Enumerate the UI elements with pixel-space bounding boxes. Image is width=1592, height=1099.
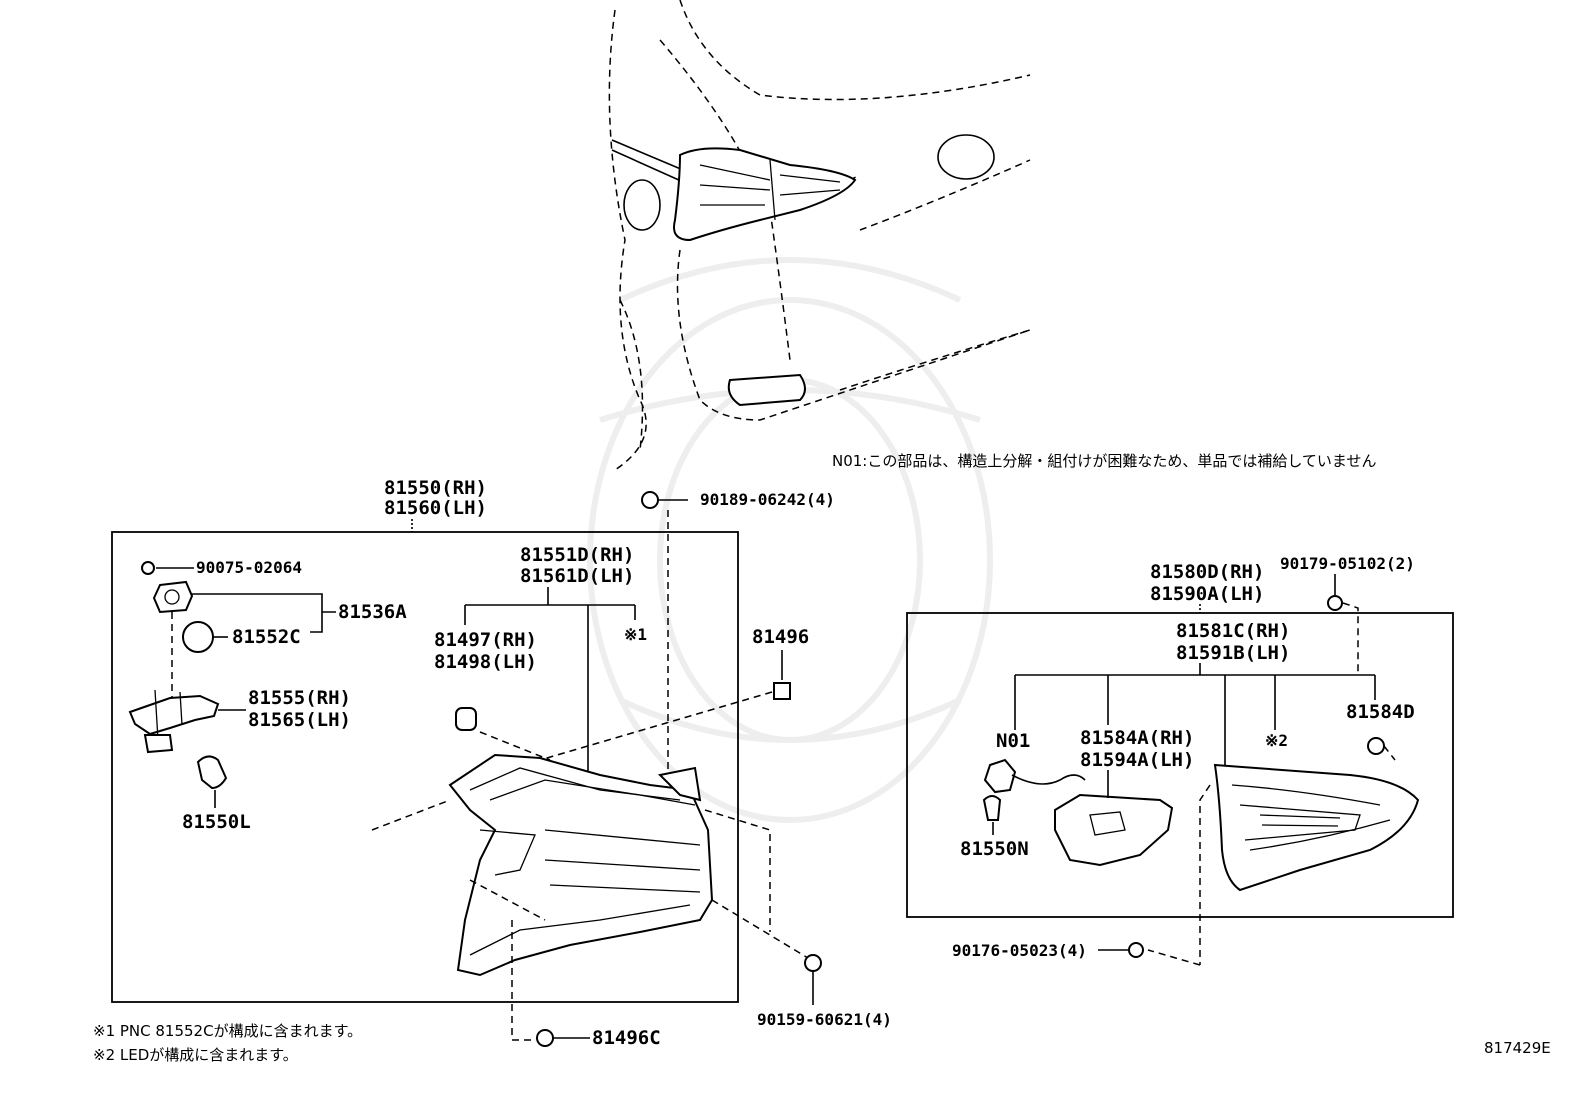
ring-81552c-icon	[182, 621, 214, 653]
label-81550-rh: 81550(RH)	[384, 477, 487, 499]
clip-81496c-icon	[536, 1029, 554, 1047]
wire-harness-81555-icon	[128, 694, 220, 736]
label-90075-02064: 90075-02064	[196, 558, 302, 577]
label-81496c: 81496C	[592, 1027, 661, 1049]
label-90176-05023: 90176-05023(4)	[952, 941, 1087, 960]
gasket-81497	[455, 707, 477, 731]
label-81581c-rh: 81581C(RH)	[1176, 620, 1290, 642]
label-81551d-rh: 81551D(RH)	[520, 544, 634, 566]
label-81591b-lh: 81591B(LH)	[1176, 642, 1290, 664]
label-90189-06242: 90189-06242(4)	[700, 490, 835, 509]
label-81550l: 81550L	[182, 811, 251, 833]
vehicle-rear-overview	[608, 0, 1031, 471]
label-81584d: 81584D	[1346, 701, 1415, 723]
note-n01: N01:この部品は、構造上分解・組付けが困難なため、単品では補給していません	[832, 452, 1376, 470]
label-90179-05102: 90179-05102(2)	[1280, 554, 1415, 573]
right-rear-lamp-assembly: 81580D(RH) 81590A(LH) 81581C(RH) 81591B(…	[906, 554, 1454, 966]
left-rear-lamp-assembly: 81550(RH) 81560(LH) 81551D(RH) 81561D(LH…	[111, 477, 892, 1049]
footnote-2: ※2 LEDが構成に含まれます。	[93, 1046, 298, 1064]
label-81561d-lh: 81561D(LH)	[520, 565, 634, 587]
label-81498-lh: 81498(LH)	[434, 651, 537, 673]
label-n01: N01	[996, 730, 1030, 752]
ref-mark-2: ※2	[1265, 731, 1288, 750]
cushion-81584d-icon	[1367, 737, 1385, 755]
label-81584a-rh: 81584A(RH)	[1080, 727, 1194, 749]
screw-90159-icon	[804, 954, 822, 972]
diagram-id: 817429E	[1484, 1039, 1551, 1057]
right-assembly-frame	[906, 612, 1454, 918]
label-81552c: 81552C	[232, 626, 301, 648]
screw-90075-icon	[141, 561, 155, 575]
label-81550n: 81550N	[960, 838, 1029, 860]
label-90159-60621: 90159-60621(4)	[757, 1010, 892, 1029]
nut-81496-icon	[773, 682, 791, 700]
label-81580d-rh: 81580D(RH)	[1150, 561, 1264, 583]
lens-81551d-icon	[448, 753, 714, 977]
screw-90176-icon	[1128, 942, 1144, 958]
label-81496: 81496	[752, 626, 809, 648]
screw-90179-icon	[1327, 595, 1343, 611]
bulb-81550l-icon	[196, 755, 228, 790]
watermark	[587, 257, 993, 823]
label-81594a-lh: 81594A(LH)	[1080, 749, 1194, 771]
label-81590a-lh: 81590A(LH)	[1150, 583, 1264, 605]
label-81555-rh: 81555(RH)	[248, 687, 351, 709]
screw-90189-icon	[641, 491, 659, 509]
socket-n01-icon	[983, 758, 1017, 794]
cover-81584a-icon	[1054, 793, 1174, 867]
ref-mark-1: ※1	[624, 625, 647, 644]
label-81497-rh: 81497(RH)	[434, 629, 537, 651]
label-81565-lh: 81565(LH)	[248, 709, 351, 731]
socket-81536a-icon	[152, 580, 194, 614]
label-81560-lh: 81560(LH)	[384, 497, 487, 519]
inner-lamp-81581c-icon	[1213, 763, 1420, 892]
bulb-81550n-icon	[982, 795, 1002, 821]
footnote-1: ※1 PNC 81552Cが構成に含まれます。	[93, 1022, 362, 1040]
label-81536a: 81536A	[338, 601, 407, 623]
left-assembly-frame	[111, 531, 739, 1003]
